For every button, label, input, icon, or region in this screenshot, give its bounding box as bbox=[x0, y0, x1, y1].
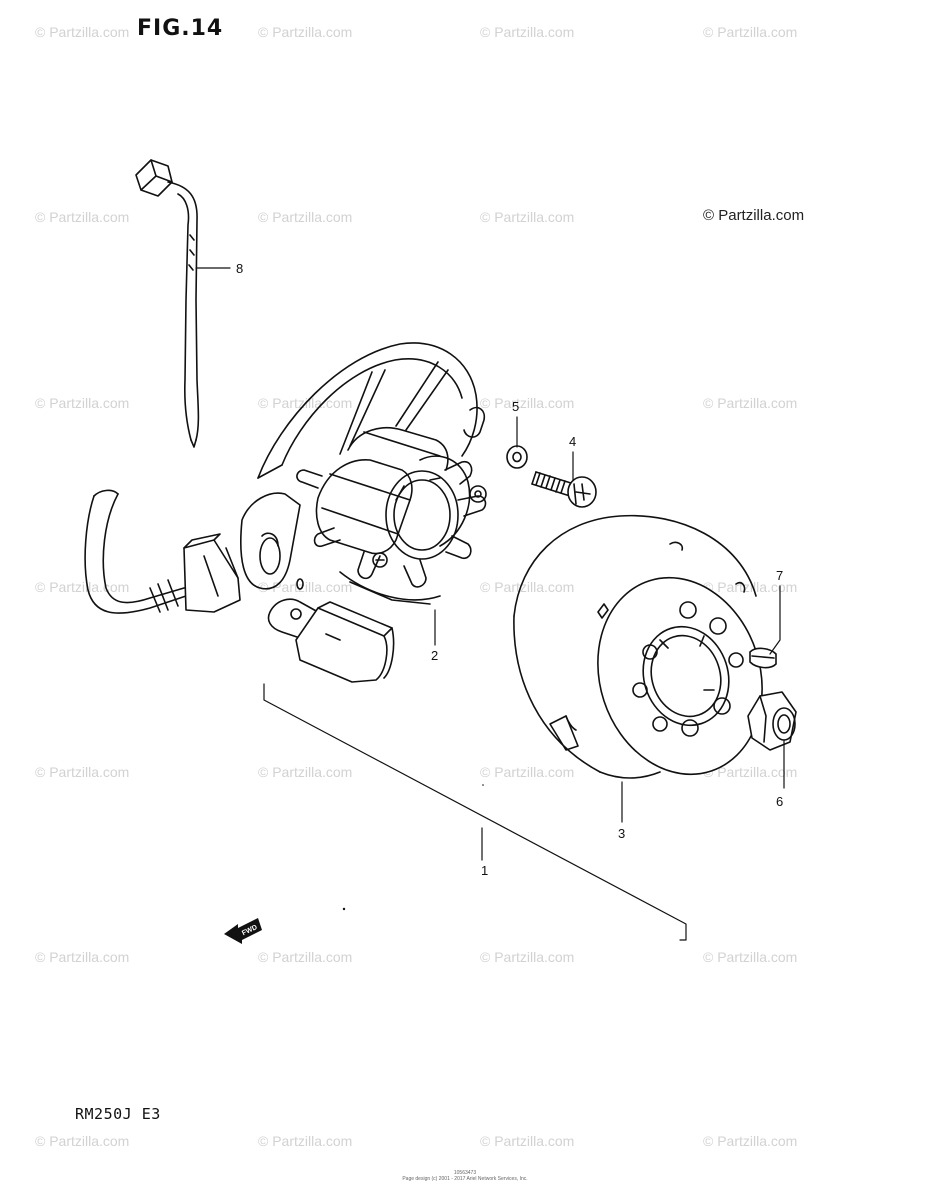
watermark: © Partzilla.com bbox=[35, 764, 130, 780]
watermark: © Partzilla.com bbox=[258, 949, 353, 965]
watermark: © Partzilla.com bbox=[35, 949, 130, 965]
watermark: © Partzilla.com bbox=[480, 24, 575, 40]
figure-title: FIG.14 bbox=[137, 16, 224, 41]
watermark: © Partzilla.com bbox=[703, 579, 798, 595]
watermark: © Partzilla.com bbox=[703, 24, 798, 40]
callout-2: 2 bbox=[431, 648, 438, 663]
watermark: © Partzilla.com bbox=[480, 764, 575, 780]
page-footer: 10563473 Page design (c) 2001 - 2017 Ari… bbox=[380, 1170, 550, 1182]
callout-4: 4 bbox=[569, 434, 576, 449]
watermark: © Partzilla.com bbox=[703, 949, 798, 965]
watermark: © Partzilla.com bbox=[258, 24, 353, 40]
watermark: © Partzilla.com bbox=[258, 209, 353, 225]
model-code: RM250J E3 bbox=[75, 1105, 161, 1123]
watermark: © Partzilla.com bbox=[703, 764, 798, 780]
watermark: © Partzilla.com bbox=[258, 579, 353, 595]
watermark: © Partzilla.com bbox=[480, 949, 575, 965]
leader-lines bbox=[195, 267, 785, 941]
stator-assembly-part bbox=[240, 342, 487, 605]
callout-5: 5 bbox=[512, 399, 519, 414]
watermark: © Partzilla.com bbox=[35, 1133, 130, 1149]
watermark: © Partzilla.com bbox=[35, 209, 130, 225]
stray-dot bbox=[342, 907, 346, 911]
watermark: © Partzilla.com bbox=[35, 395, 130, 411]
rotor-flywheel-part bbox=[513, 514, 763, 779]
screw-part bbox=[531, 471, 597, 508]
watermark: © Partzilla.com bbox=[35, 24, 130, 40]
callout-1: 1 bbox=[481, 863, 488, 878]
callout-3: 3 bbox=[618, 826, 625, 841]
footer-id: 10563473 bbox=[453, 1170, 477, 1176]
watermark: © Partzilla.com bbox=[703, 1133, 798, 1149]
watermark: © Partzilla.com bbox=[258, 764, 353, 780]
lead-wire bbox=[84, 489, 241, 614]
callout-8: 8 bbox=[236, 261, 243, 276]
pickup-coil bbox=[267, 598, 395, 683]
key-part bbox=[749, 647, 777, 669]
watermark: © Partzilla.com bbox=[258, 1133, 353, 1149]
cable-tie-part bbox=[135, 159, 200, 448]
watermark: © Partzilla.com bbox=[480, 395, 575, 411]
fwd-arrow-icon: FWD bbox=[224, 918, 262, 944]
callout-6: 6 bbox=[776, 794, 783, 809]
washer-part bbox=[506, 445, 528, 469]
watermark: © Partzilla.com bbox=[480, 579, 575, 595]
callout-7: 7 bbox=[776, 568, 783, 583]
watermark: © Partzilla.com bbox=[480, 1133, 575, 1149]
watermark: © Partzilla.com bbox=[703, 395, 798, 411]
watermark: © Partzilla.com bbox=[480, 209, 575, 225]
copyright-notice: © Partzilla.com bbox=[703, 207, 805, 224]
nut-part bbox=[747, 691, 797, 751]
footer-credit: Page design (c) 2001 - 2017 Ariel Networ… bbox=[402, 1176, 528, 1182]
stray-dot bbox=[482, 784, 484, 786]
